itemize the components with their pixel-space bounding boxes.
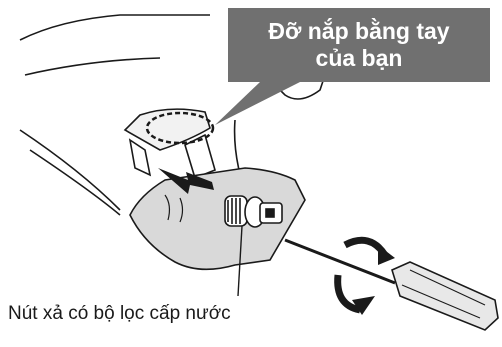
callout-line-2: của bạn xyxy=(268,45,449,72)
rotate-arrow-icon xyxy=(338,240,395,315)
callout-line-1: Đỡ nắp bằng tay xyxy=(268,18,449,45)
drain-filter-caption: Nút xả có bộ lọc cấp nước xyxy=(8,303,231,325)
screwdriver-icon xyxy=(285,240,498,330)
callout-text: Đỡ nắp bằng tay của bạn xyxy=(228,10,490,80)
cover-lid xyxy=(125,109,215,178)
